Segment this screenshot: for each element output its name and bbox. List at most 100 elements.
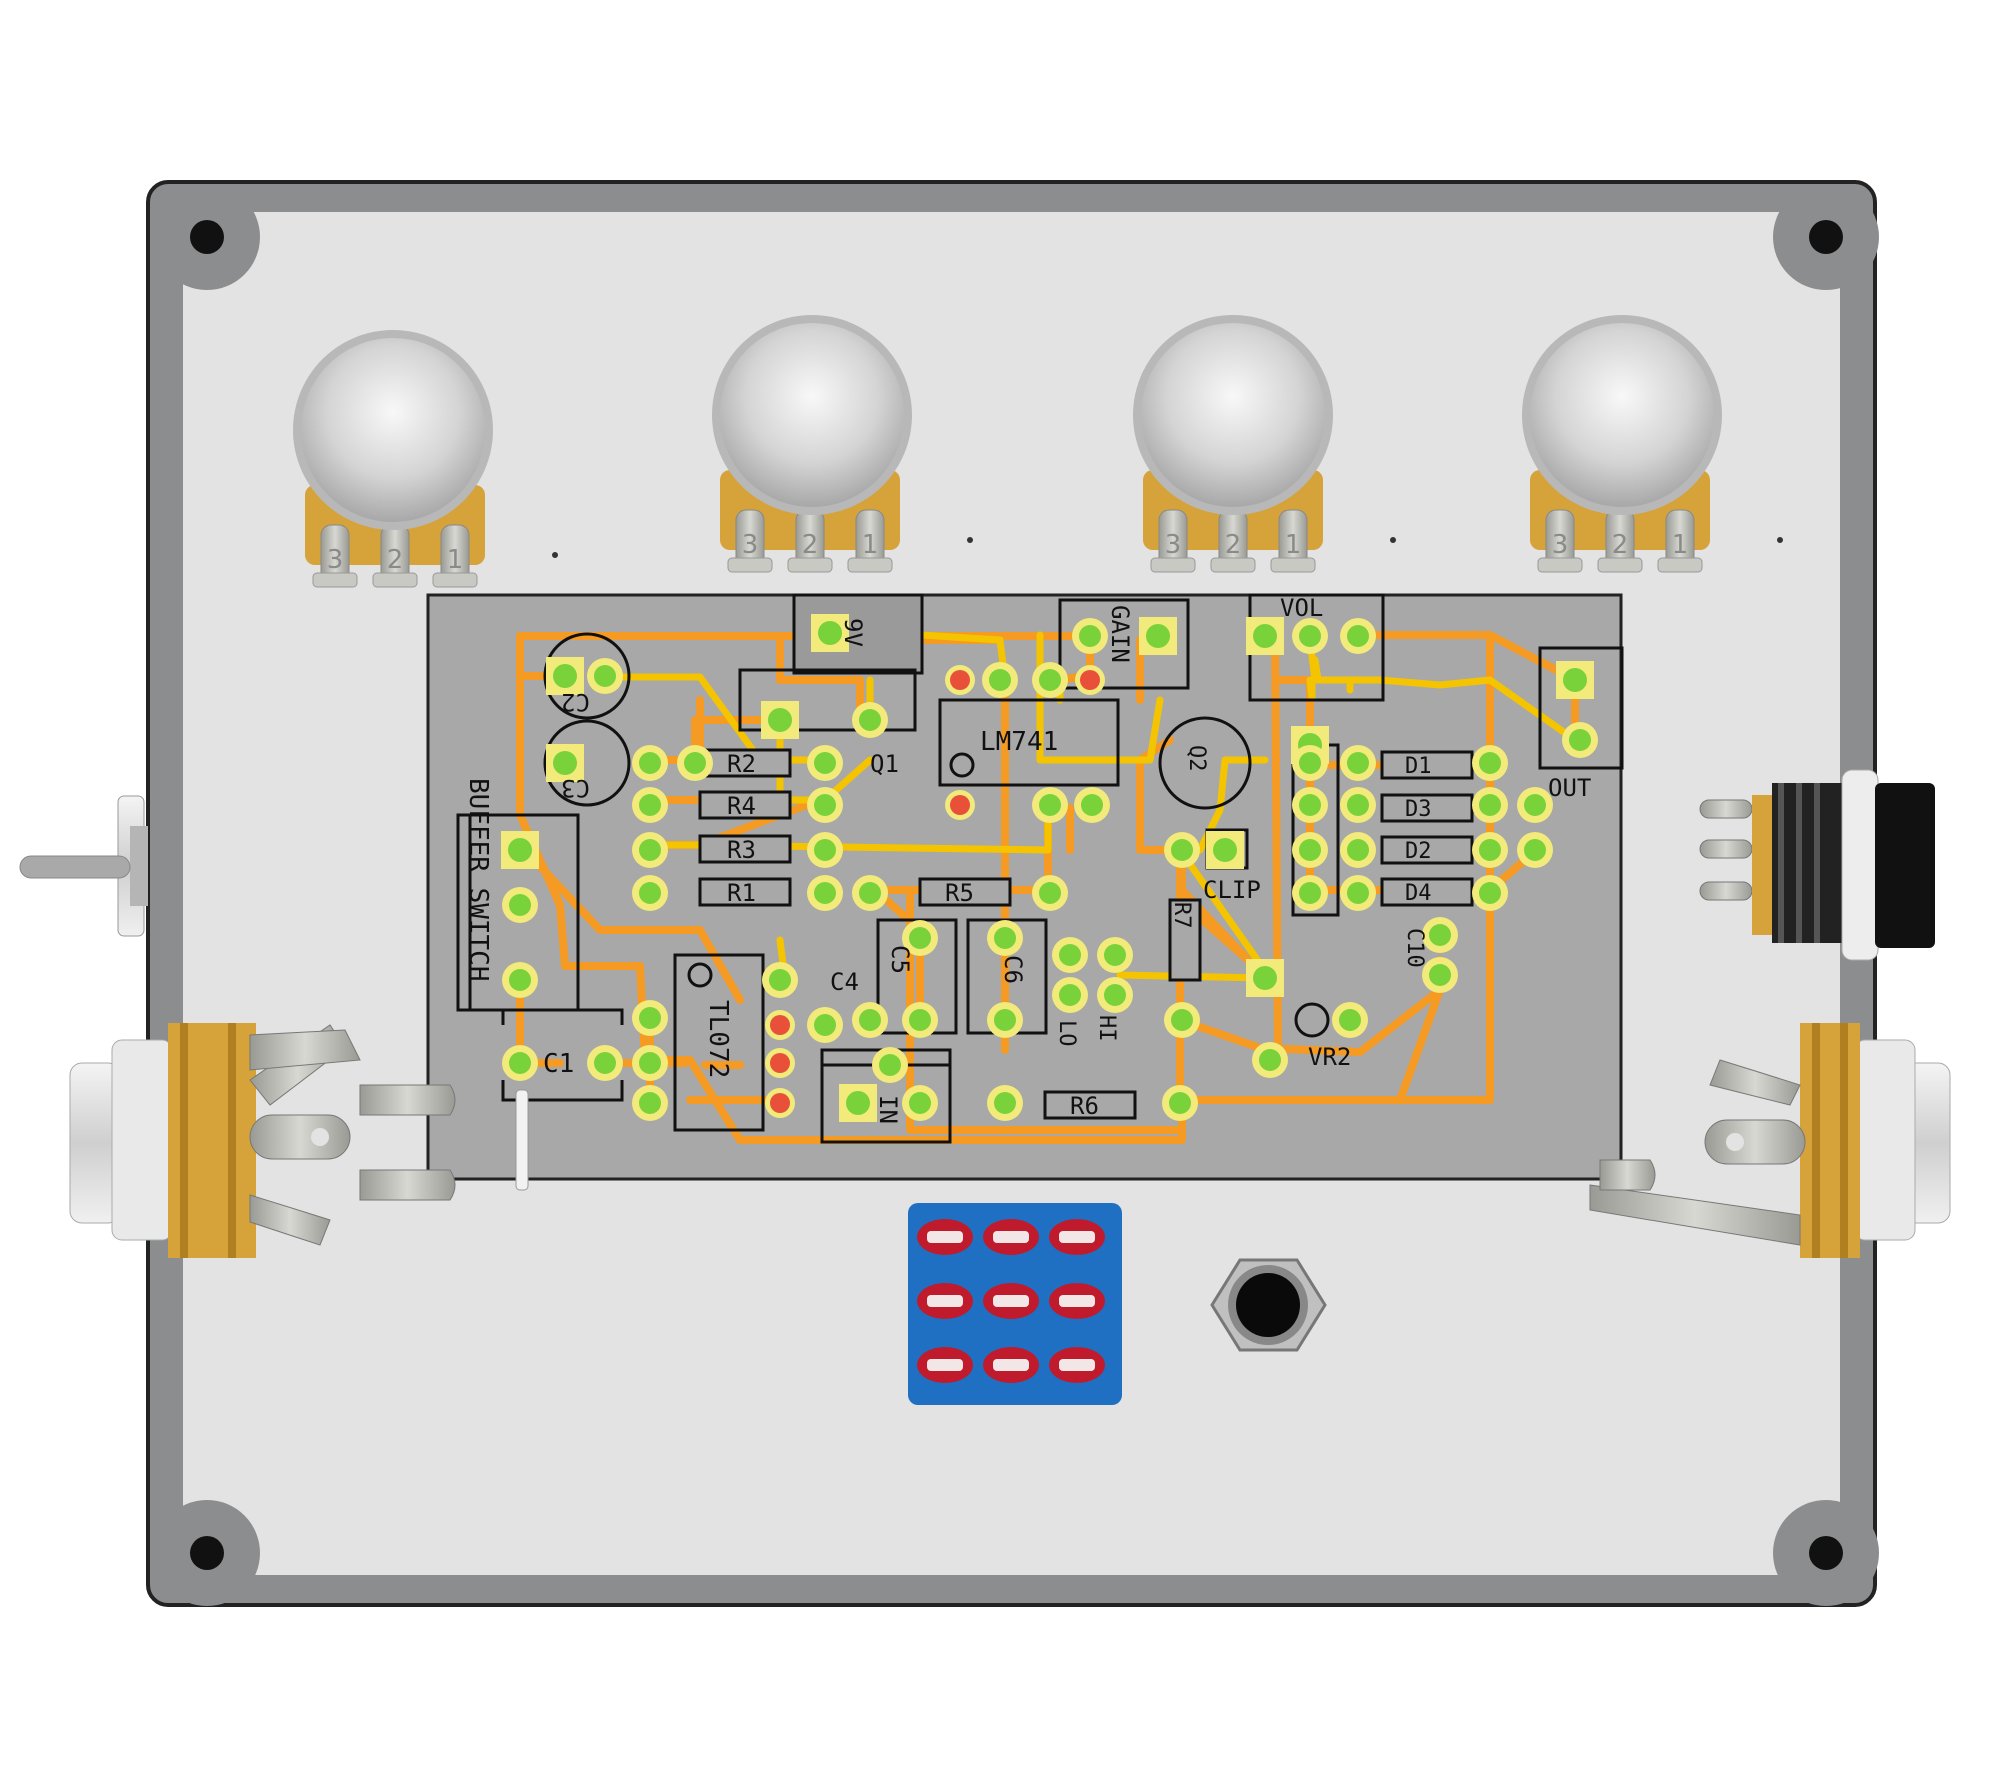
pad-center (1169, 1092, 1191, 1114)
pad-center (1299, 625, 1321, 647)
pad-center (1104, 984, 1126, 1006)
pad-center (553, 664, 577, 688)
lm741-outline (938, 698, 1120, 787)
pad-center (1213, 838, 1237, 862)
pad-center (1347, 839, 1369, 861)
pad-center (909, 1009, 931, 1031)
d3-body (1380, 793, 1474, 823)
pot-2-dot (967, 537, 973, 543)
label-vol: VOL (1280, 594, 1323, 622)
pot-1-knob[interactable] (293, 330, 493, 530)
pad-center (1299, 882, 1321, 904)
label-hi: HI (1094, 1015, 1119, 1042)
toggle-switch[interactable] (19, 795, 148, 937)
pot-1-dot (552, 552, 558, 558)
label-r5: R5 (945, 879, 974, 907)
dc-power-jack[interactable] (1699, 769, 1935, 961)
dip-switch-lever[interactable] (983, 1347, 1039, 1383)
pad-center (1429, 924, 1451, 946)
dip-switch-lever[interactable] (1049, 1347, 1105, 1383)
output-jack[interactable] (1589, 1023, 1951, 1258)
dip-switch-lever[interactable] (1049, 1283, 1105, 1319)
component-bodies (698, 748, 1474, 1120)
pad-center (1299, 752, 1321, 774)
pot-2-knob[interactable] (712, 315, 912, 515)
pad-center (909, 927, 931, 949)
pad-center (639, 752, 661, 774)
pad-center (1524, 839, 1546, 861)
dip-switch-lever[interactable] (917, 1283, 973, 1319)
pot-3-lug-1: 3 (1150, 509, 1196, 573)
pad-center (1339, 1009, 1361, 1031)
pad-center (1524, 794, 1546, 816)
pot-2-lug-label: 1 (862, 530, 879, 560)
dip-switch-block[interactable] (908, 1203, 1122, 1405)
pad-center (1429, 964, 1451, 986)
pot-4-lug-2: 2 (1597, 509, 1643, 573)
pot-4-lug-1: 3 (1537, 509, 1583, 573)
out-outline (1538, 646, 1624, 770)
dip-switch-lever[interactable] (983, 1283, 1039, 1319)
pot-1-lug-3: 1 (432, 524, 478, 588)
pot-2-lug-3: 1 (847, 509, 893, 573)
pot-4-lug-label: 1 (1672, 530, 1689, 560)
pad-center (994, 1009, 1016, 1031)
pot-2-lug-label: 3 (742, 530, 759, 560)
pot-1-lug-label: 2 (387, 545, 404, 575)
pad-center (639, 1052, 661, 1074)
label-r1: R1 (727, 879, 756, 907)
label-c3: C3 (561, 774, 590, 802)
pad-center (814, 794, 836, 816)
r3-body (698, 834, 792, 864)
pad-center (1299, 839, 1321, 861)
pad-center (1253, 966, 1277, 990)
pad-center (553, 751, 577, 775)
r2-body (698, 748, 792, 778)
corner-screw-bottom-left (154, 1500, 260, 1606)
label-d1: D1 (1405, 754, 1432, 779)
input-jack[interactable] (69, 1023, 456, 1258)
silkscreen-text: BUFFER SWITCH C1 C2 C3 R2 R4 R3 R1 R5 R6… (463, 594, 1591, 1124)
pad-center (639, 839, 661, 861)
dip-switch-lever[interactable] (917, 1219, 973, 1255)
dip-switch-lever[interactable] (917, 1347, 973, 1383)
dip-switch-lever[interactable] (983, 1219, 1039, 1255)
pot-4-knob[interactable] (1522, 315, 1722, 515)
d4-body (1380, 877, 1474, 907)
pot-4-lug-label: 2 (1612, 530, 1629, 560)
footswitch-hole[interactable] (1210, 1258, 1327, 1352)
pad-center (770, 1053, 790, 1073)
pot-2-lug-1: 3 (727, 509, 773, 573)
label-r4: R4 (727, 792, 756, 820)
label-c5: C5 (886, 945, 914, 974)
d1-body (1380, 750, 1474, 780)
pot-3-knob[interactable] (1133, 315, 1333, 515)
label-r7: R7 (1169, 902, 1194, 929)
corner-screw-bottom-right (1773, 1500, 1879, 1606)
pad-center (1171, 839, 1193, 861)
pad-center (1563, 668, 1587, 692)
pot-3-lug-label: 1 (1285, 530, 1302, 560)
pad-center (509, 1052, 531, 1074)
label-d2: D2 (1405, 839, 1432, 864)
pad-center (1059, 984, 1081, 1006)
label-gain: GAIN (1106, 605, 1134, 663)
label-tl072: TL072 (703, 1000, 733, 1078)
pad-center (846, 1091, 870, 1115)
pot-3-lug-label: 2 (1225, 530, 1242, 560)
pad-center (818, 621, 842, 645)
pot-1-lug-2: 2 (372, 524, 418, 588)
dip-switch-lever[interactable] (1049, 1219, 1105, 1255)
pad-center (1479, 794, 1501, 816)
nine-v-outline (792, 593, 924, 675)
pad-center (814, 1014, 836, 1036)
q1-outline (738, 668, 917, 732)
r6-body (1043, 1090, 1137, 1120)
pad-center (909, 1092, 931, 1114)
